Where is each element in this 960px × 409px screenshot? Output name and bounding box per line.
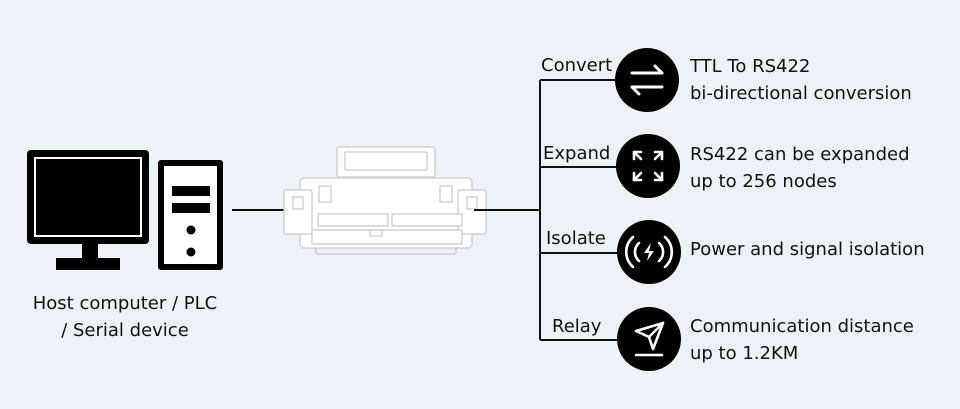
host-label-line1: Host computer / PLC <box>32 293 218 314</box>
host-label: Host computer / PLC / Serial device <box>10 290 240 344</box>
isolation-signal-icon <box>617 220 681 284</box>
feature-text-relay: Communication distance up to 1.2KM <box>690 313 914 367</box>
converter-module-drawing <box>283 146 487 255</box>
monitor-icon <box>27 150 149 270</box>
feature-text-convert-line2: bi-directional conversion <box>690 83 912 104</box>
swap-arrows-icon <box>615 48 679 112</box>
feature-text-isolate-line1: Power and signal isolation <box>690 239 925 260</box>
branch-label-relay: Relay <box>552 316 602 337</box>
feature-text-isolate: Power and signal isolation <box>690 236 925 263</box>
feature-text-convert: TTL To RS422 bi-directional conversion <box>690 53 912 107</box>
computer-tower-icon <box>158 160 223 270</box>
feature-text-convert-line1: TTL To RS422 <box>690 56 811 77</box>
feature-text-relay-line2: up to 1.2KM <box>690 343 799 364</box>
send-plane-icon <box>617 307 681 371</box>
host-label-line2: / Serial device <box>61 320 189 341</box>
branch-label-isolate: Isolate <box>546 228 606 249</box>
feature-text-relay-line1: Communication distance <box>690 316 914 337</box>
branch-label-convert: Convert <box>541 55 613 76</box>
branch-label-expand: Expand <box>543 143 611 164</box>
feature-text-expand-line1: RS422 can be expanded <box>690 144 910 165</box>
feature-text-expand-line2: up to 256 nodes <box>690 171 837 192</box>
expand-arrows-icon <box>616 134 680 198</box>
feature-text-expand: RS422 can be expanded up to 256 nodes <box>690 141 910 195</box>
